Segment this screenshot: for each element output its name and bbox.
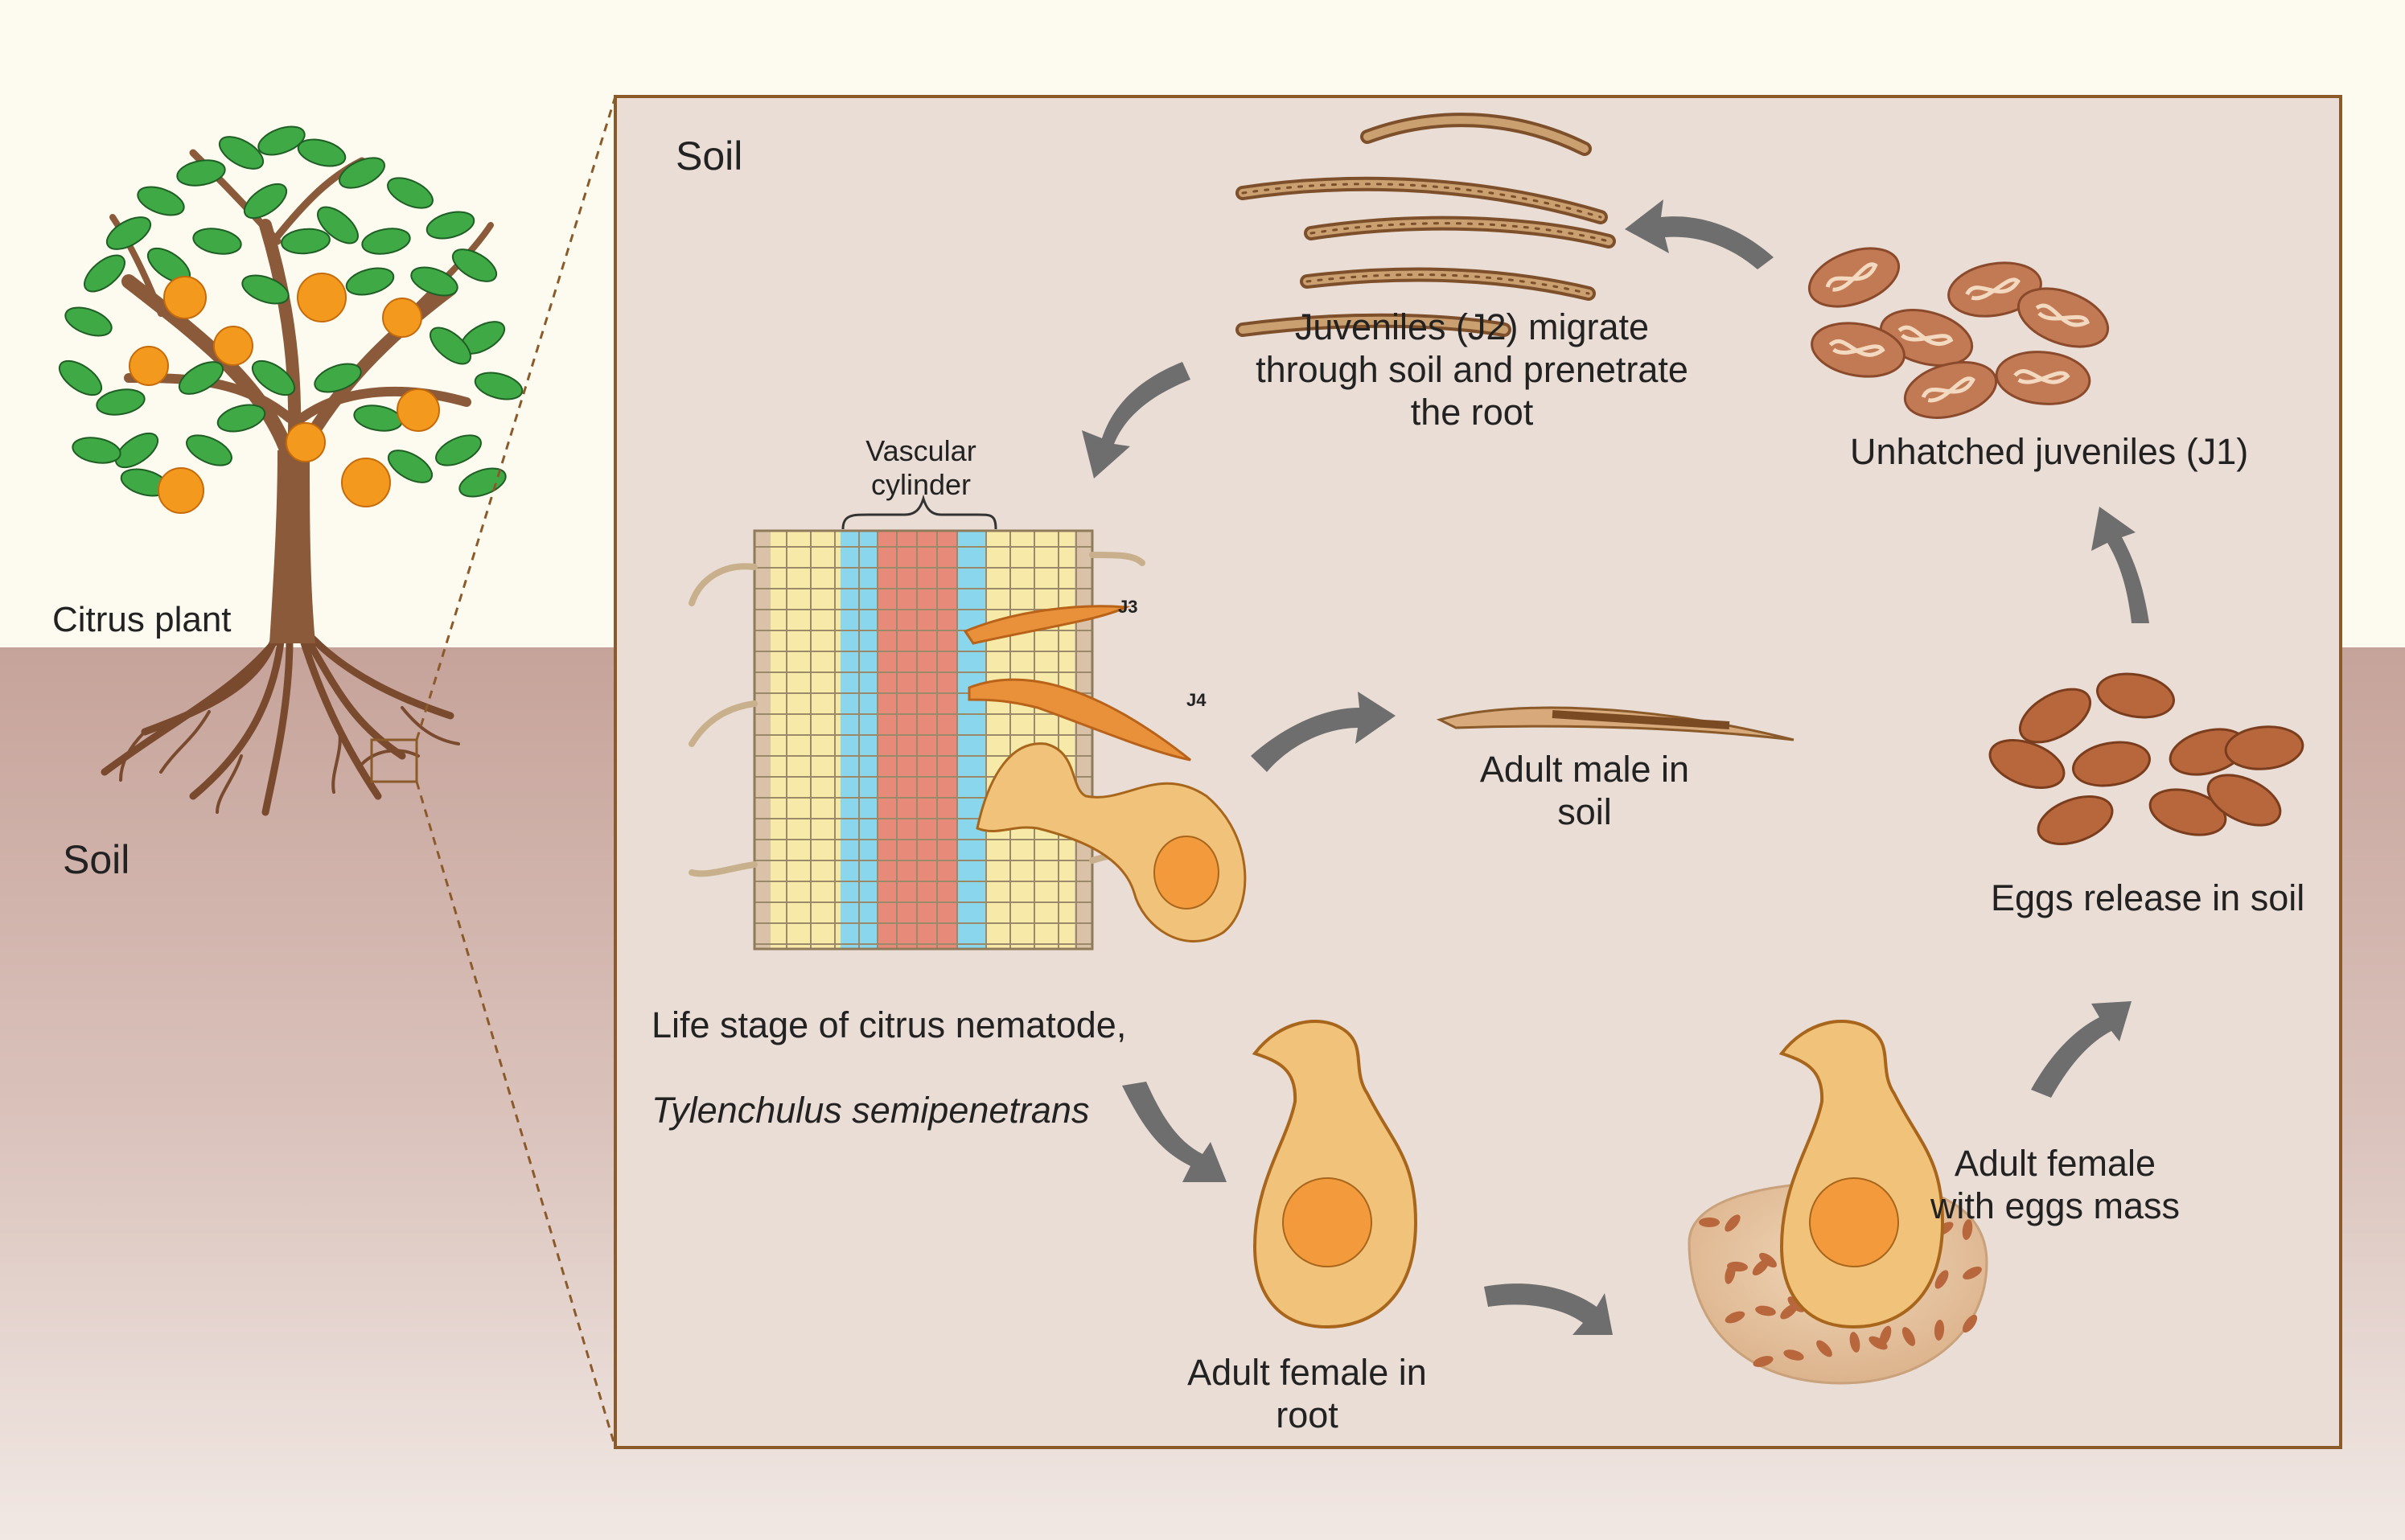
mass-egg <box>1725 1263 1736 1284</box>
j4-label: J4 <box>1186 690 1207 710</box>
adult-female-eggs-label: Adult female with eggs mass <box>1930 1143 2181 1227</box>
j2-juvenile-worms <box>1235 113 1616 337</box>
j1-egg <box>2016 287 2110 348</box>
life-stage-caption: Life stage of citrus nematode, Tylenchul… <box>652 961 1126 1174</box>
leaf <box>430 326 471 365</box>
vascular-cylinder-label: Vascular cylinder <box>865 434 976 502</box>
mass-egg <box>1780 1304 1798 1320</box>
mass-egg <box>1816 1340 1832 1357</box>
leaf <box>137 186 185 216</box>
leaf <box>387 177 434 209</box>
leaf <box>64 306 113 337</box>
leaf <box>192 228 242 255</box>
released-egg <box>2037 795 2114 845</box>
adult-female-root-label: Adult female in root <box>1187 1352 1427 1436</box>
released-egg <box>2018 688 2092 744</box>
mass-egg <box>1962 1314 1978 1333</box>
species-name: Tylenchulus semipenetrans <box>652 1090 1090 1131</box>
citrus-plant-label: Citrus plant <box>52 600 232 639</box>
unhatched-j1-eggs <box>1807 247 2110 419</box>
released-egg <box>2148 788 2227 836</box>
mass-egg <box>1868 1336 1888 1350</box>
leaf <box>451 248 498 282</box>
leaf <box>176 159 226 187</box>
leaf <box>297 138 347 167</box>
soil-inset-label: Soil <box>676 133 743 179</box>
j1-egg <box>1807 247 1901 308</box>
mass-egg <box>1934 1320 1945 1341</box>
released-eggs <box>1988 672 2304 845</box>
leaf <box>410 266 458 297</box>
leaf <box>387 450 434 483</box>
released-egg <box>1988 739 2066 789</box>
zoom-source-box <box>370 738 418 783</box>
released-egg <box>2224 725 2304 770</box>
adult-male-label: Adult male in soil <box>1479 749 1690 833</box>
soil-outer-label: Soil <box>63 837 130 882</box>
mass-egg <box>1901 1327 1916 1346</box>
mass-egg <box>1725 1214 1741 1232</box>
j1-egg <box>1903 361 1998 419</box>
j1-egg <box>1995 351 2091 405</box>
mass-egg <box>1934 1270 1949 1289</box>
life-stage-line1: Life stage of citrus nematode, <box>652 1004 1127 1046</box>
leaf <box>435 434 482 466</box>
leaf <box>345 267 395 296</box>
eggs-release-label: Eggs release in soil <box>1991 877 2305 918</box>
leaf <box>216 404 266 433</box>
leaf <box>58 359 103 396</box>
leaf <box>84 254 125 293</box>
mass-egg <box>1725 1311 1745 1324</box>
adult-male-nematode <box>1436 706 1794 741</box>
mass-egg <box>1849 1332 1860 1353</box>
citrus-tree-illustration <box>58 125 524 816</box>
leaf <box>243 183 288 220</box>
leaf <box>218 136 265 170</box>
cycle-arrows <box>1082 199 2149 1335</box>
adult-female-with-egg-mass <box>1688 1020 1988 1385</box>
released-egg <box>2096 672 2175 719</box>
j1-egg <box>1811 322 1906 378</box>
mass-egg <box>1963 1267 1982 1279</box>
leaf <box>317 206 359 244</box>
leaf <box>474 372 524 400</box>
root-cross-section <box>689 494 1145 951</box>
leaf <box>251 359 296 396</box>
mass-egg <box>1752 1259 1770 1276</box>
mass-egg <box>1699 1218 1720 1227</box>
released-egg <box>2072 741 2151 787</box>
leaf <box>281 228 331 255</box>
mass-egg <box>1755 1305 1776 1316</box>
leaf <box>361 228 411 255</box>
leaf <box>314 363 362 393</box>
nematode-stages-in-root <box>963 605 1247 942</box>
adult-female-in-root <box>1252 1020 1418 1329</box>
leaf <box>96 388 146 416</box>
leaf <box>105 216 152 250</box>
leaf <box>186 434 232 466</box>
leaf <box>339 157 385 189</box>
mass-egg <box>1783 1349 1804 1361</box>
leaf <box>426 211 475 240</box>
leaf <box>72 437 121 464</box>
leaf <box>241 274 290 305</box>
released-egg <box>2206 774 2282 827</box>
j3-label: J3 <box>1118 597 1138 617</box>
leaf <box>114 432 159 469</box>
mass-egg <box>1753 1356 1774 1367</box>
leaf <box>257 125 306 156</box>
juveniles-j2-label: Juveniles (J2) migrate through soil and … <box>1256 306 1688 433</box>
mass-egg <box>1962 1219 1973 1240</box>
unhatched-j1-label: Unhatched juveniles (J1) <box>1850 431 2249 472</box>
leaf <box>178 361 224 395</box>
